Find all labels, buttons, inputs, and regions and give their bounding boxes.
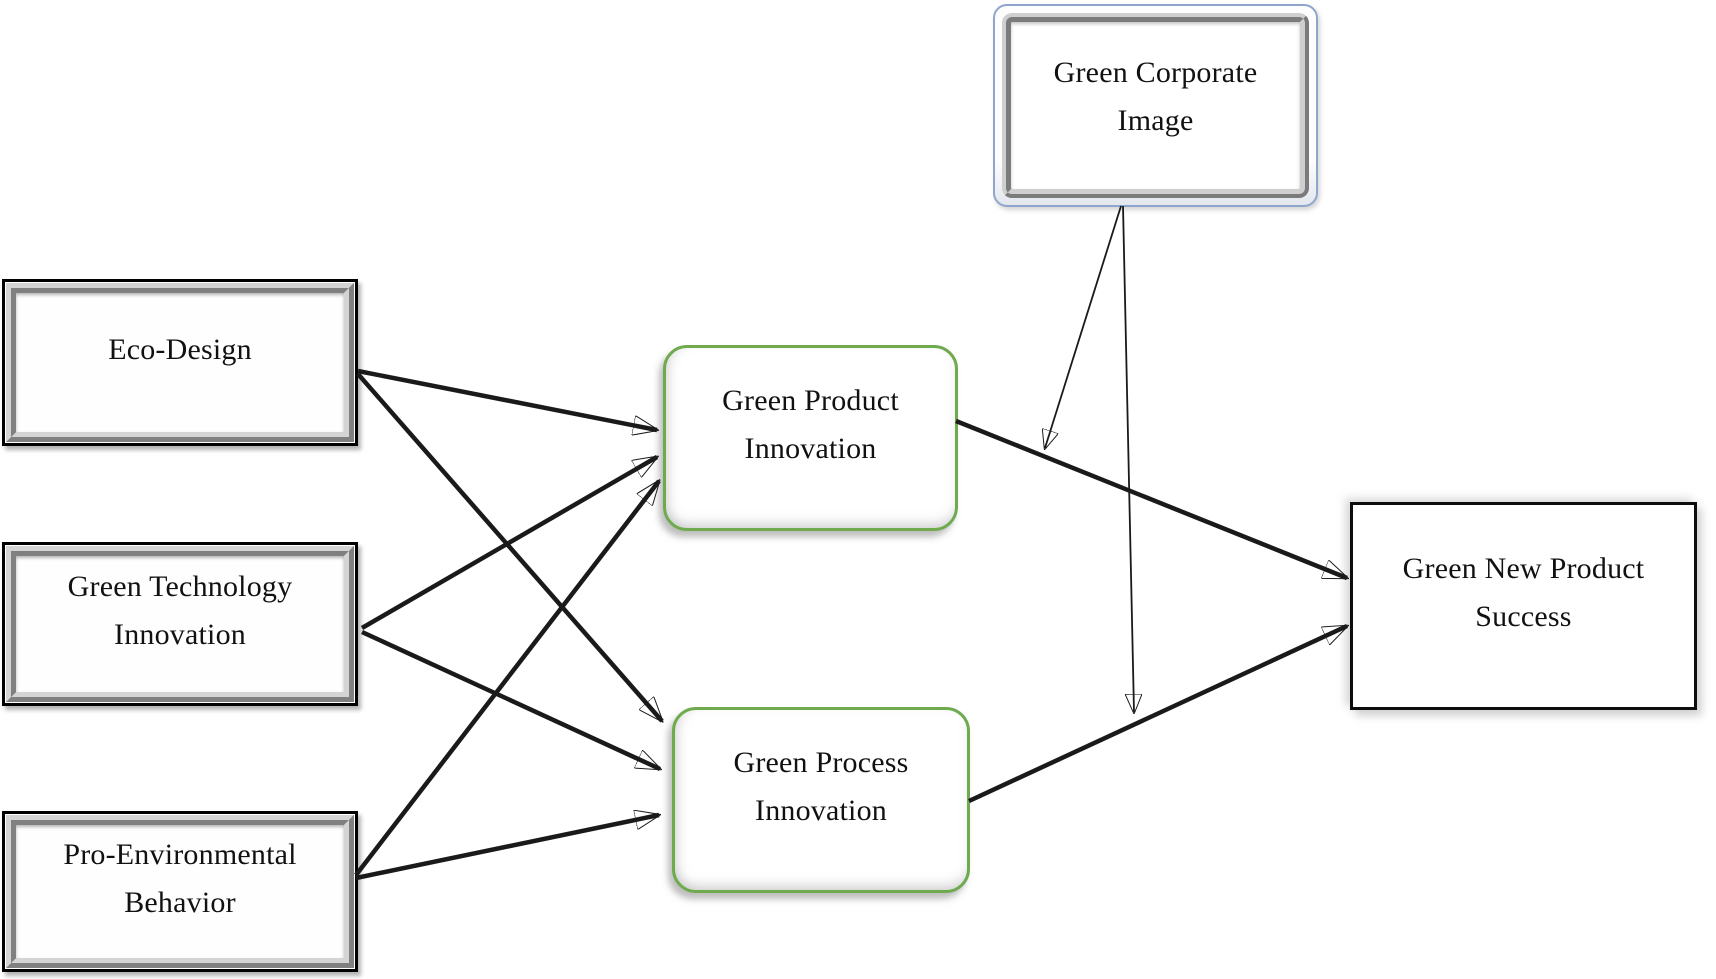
node-label-green-process-innovation: Green Process Innovation bbox=[733, 746, 909, 827]
node-label-pro-environmental-behavior: Pro-Environmental Behavior bbox=[63, 837, 297, 919]
edge-green-product-innovation-to-green-new-product-success bbox=[955, 418, 1347, 581]
node-label-green-product-innovation: Green Product Innovation bbox=[722, 384, 899, 465]
edge-green-process-innovation-to-green-new-product-success bbox=[968, 623, 1347, 804]
node-green-corporate-image: Green Corporate Image bbox=[993, 4, 1318, 207]
node-label-eco-design: Eco-Design bbox=[108, 332, 252, 366]
node-green-process-innovation: Green Process Innovation bbox=[672, 707, 970, 893]
node-label-green-technology-innovation: Green Technology Innovation bbox=[67, 570, 293, 651]
edge-green-corporate-image-to-process-success-path bbox=[1122, 205, 1134, 712]
bevel-frame: Pro-Environmental Behavior bbox=[6, 815, 354, 968]
node-label-green-new-product-success: Green New Product Success bbox=[1402, 552, 1645, 633]
bevel-frame: Green Corporate Image bbox=[1002, 13, 1309, 198]
edge-green-corporate-image-to-product-success-path bbox=[1045, 205, 1122, 448]
edge-eco-design-to-green-process-innovation bbox=[356, 372, 662, 721]
node-label-green-corporate-image: Green Corporate Image bbox=[1053, 55, 1258, 137]
edge-green-technology-innovation-to-green-process-innovation bbox=[361, 629, 660, 772]
edge-pro-environmental-behavior-to-green-product-innovation bbox=[354, 481, 659, 877]
edge-pro-environmental-behavior-to-green-process-innovation bbox=[355, 815, 659, 881]
node-green-technology-innovation: Green Technology Innovation bbox=[2, 542, 358, 706]
edge-green-technology-innovation-to-green-product-innovation bbox=[360, 455, 657, 630]
bevel-frame: Eco-Design bbox=[6, 283, 354, 442]
bevel-frame: Green Technology Innovation bbox=[6, 546, 354, 702]
edge-eco-design-to-green-product-innovation bbox=[357, 368, 657, 430]
node-eco-design: Eco-Design bbox=[2, 279, 358, 446]
node-pro-environmental-behavior: Pro-Environmental Behavior bbox=[2, 811, 358, 972]
node-green-product-innovation: Green Product Innovation bbox=[663, 345, 958, 531]
node-green-new-product-success: Green New Product Success bbox=[1350, 502, 1697, 710]
